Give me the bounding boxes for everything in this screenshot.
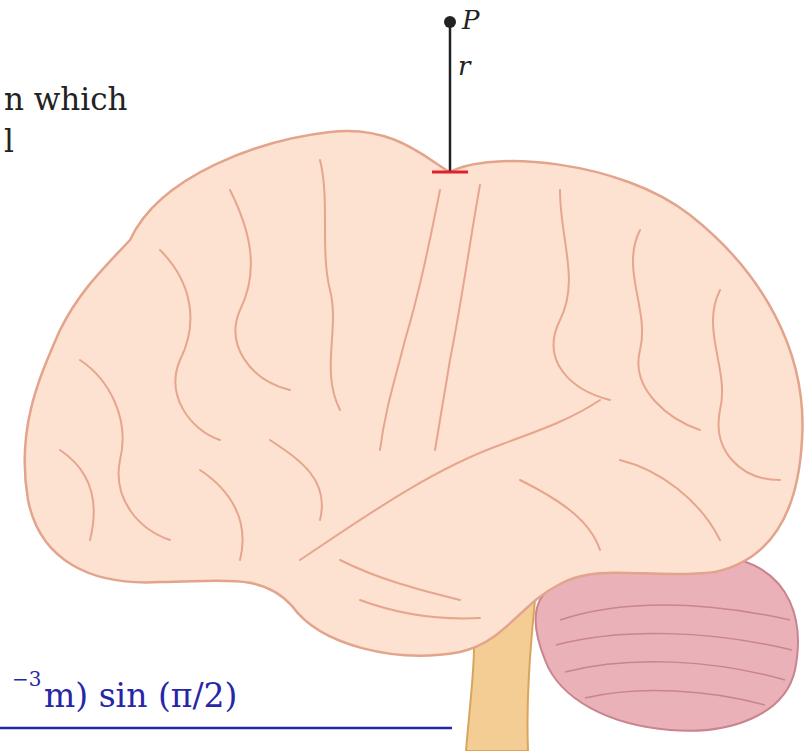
body-text-fragment: n which <box>4 82 128 116</box>
distance-label: r <box>458 52 470 81</box>
cerebrum <box>25 131 803 656</box>
surface-tick <box>432 171 468 174</box>
body-text-fragment: l <box>4 124 14 158</box>
gyri <box>60 160 780 618</box>
distance-line <box>449 22 452 172</box>
cerebellum-folds <box>556 605 792 705</box>
point-label: P <box>462 6 480 35</box>
formula-exponent: −3 <box>12 668 41 690</box>
fraction-bar <box>0 727 452 730</box>
cerebellum <box>535 554 798 730</box>
formula-numerator: m) sin (π/2) <box>44 678 237 714</box>
